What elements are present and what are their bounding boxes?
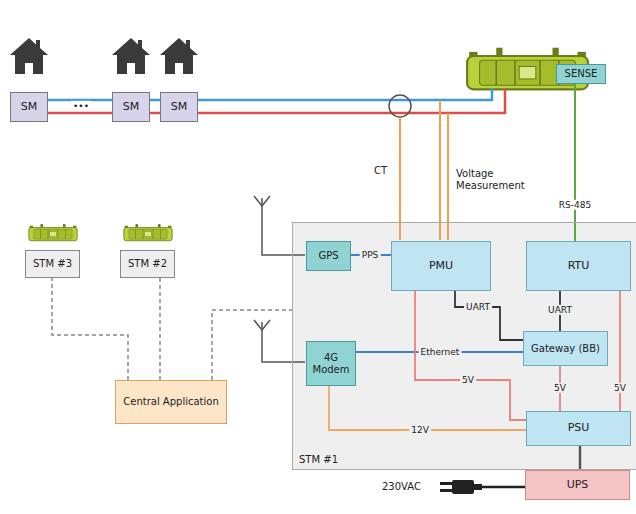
plug-symbol <box>440 480 525 494</box>
signal-label: 5V <box>552 383 568 393</box>
connector-line <box>150 99 160 102</box>
box-label: STM #2 <box>128 258 167 270</box>
signal-label: 5V <box>612 383 628 393</box>
sensor-device <box>124 224 172 241</box>
sensor-box: SENSE <box>556 64 606 84</box>
module-box: 4G Modem <box>306 341 356 386</box>
smart-meter-box: SM <box>160 92 198 122</box>
smart-meter-box: SM <box>10 92 48 122</box>
application-box: Central Application <box>115 380 227 424</box>
box-label: PMU <box>429 260 453 273</box>
box-label: SM <box>21 101 37 114</box>
connector-line <box>329 386 526 430</box>
signal-label: Ethernet <box>419 347 462 357</box>
connector <box>150 100 160 113</box>
ups-box: UPS <box>525 470 630 500</box>
region-title: STM #1 <box>299 454 338 466</box>
module-box: GPS <box>306 241 351 271</box>
box-label: PSU <box>568 422 590 435</box>
signal-label: 5V <box>460 375 476 385</box>
station-box: STM #2 <box>120 250 175 278</box>
connector-line <box>48 112 112 115</box>
antenna-symbol <box>254 196 305 362</box>
box-label: Central Application <box>123 396 218 408</box>
current-transformer <box>389 95 411 117</box>
box-label: 4G Modem <box>309 352 353 375</box>
station-region: STM #1 GPS PMU RTU 4G Modem Gateway (BB) PSU <box>292 222 636 470</box>
voltage-wire <box>447 113 449 240</box>
module-box: PMU <box>391 241 491 291</box>
connector <box>575 84 576 241</box>
connector-line <box>574 84 576 241</box>
house-icon <box>112 38 150 74</box>
feeder-wire <box>198 88 505 113</box>
connector-line <box>52 278 128 380</box>
station-box: STM #3 <box>25 250 80 278</box>
signal-label: UART <box>546 305 574 315</box>
connector <box>580 446 581 470</box>
box-label: Gateway (BB) <box>531 343 600 355</box>
connector <box>48 100 112 113</box>
house-icon <box>10 38 48 74</box>
smart-meter-box: SM <box>112 92 150 122</box>
connector <box>415 291 526 420</box>
signal-label: 12V <box>409 425 431 435</box>
connector-line <box>212 310 292 380</box>
annotation-label: 230VAC <box>380 481 423 493</box>
box-label: SM <box>171 101 187 114</box>
connector-line <box>150 112 160 115</box>
house-icon <box>160 38 198 74</box>
housing-fill <box>292 222 636 470</box>
module-box: RTU <box>526 241 631 291</box>
signal-label: RS-485 <box>557 200 593 210</box>
box-label: SENSE <box>565 68 598 80</box>
box-label: RTU <box>568 260 590 273</box>
ellipsis-mark: ••• <box>71 101 91 111</box>
module-box: Gateway (BB) <box>523 331 608 366</box>
box-label: UPS <box>567 479 589 492</box>
connector <box>455 291 523 340</box>
signal-label: PPS <box>360 250 381 260</box>
connector <box>329 386 526 430</box>
box-label: GPS <box>318 250 338 262</box>
annotation-label: CT <box>372 165 389 177</box>
box-label: SM <box>123 101 139 114</box>
connector-line <box>415 291 526 420</box>
connector-line <box>159 278 161 380</box>
connector <box>212 310 292 380</box>
annotation-label: Voltage Measurement <box>454 168 532 191</box>
connector <box>52 278 128 380</box>
connector <box>160 278 161 380</box>
box-label: STM #3 <box>33 258 72 270</box>
feeder-wire <box>198 88 492 100</box>
connector-line <box>579 446 582 470</box>
voltage-wire <box>439 100 441 240</box>
module-box: PSU <box>526 411 631 446</box>
signal-label: UART <box>464 302 492 312</box>
connector-line <box>455 291 523 340</box>
sensor-device <box>29 224 77 241</box>
